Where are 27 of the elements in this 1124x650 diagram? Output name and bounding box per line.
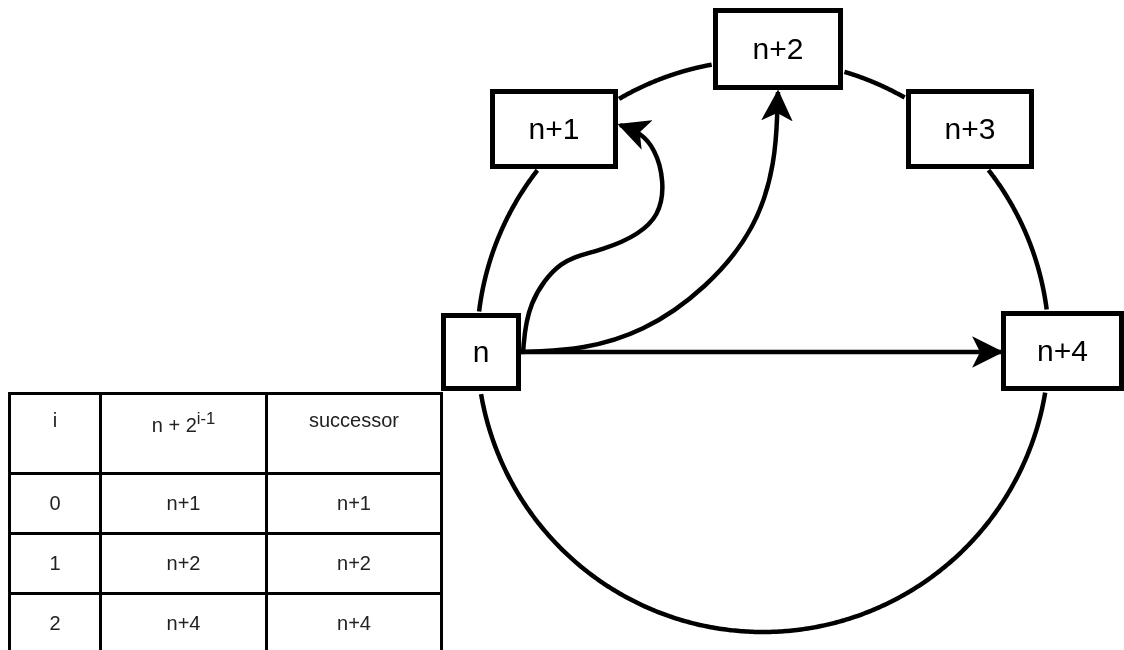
node-label: n+3: [944, 112, 996, 146]
table-cell: n + 2$^{i-1}$: [151, 409, 216, 437]
node-label: n+2: [752, 32, 804, 66]
node-box: [441, 313, 521, 391]
ring-arc: [478, 392, 1048, 635]
table-cell: n+2: [337, 552, 371, 575]
table-cell: 1: [49, 552, 61, 575]
table-cell: n+4: [337, 612, 371, 635]
table-cell: 2: [49, 612, 61, 635]
ring-arc: [842, 69, 907, 100]
ring-arc: [476, 168, 540, 314]
node-label: n+1: [528, 112, 580, 146]
table-cell: i: [52, 409, 58, 432]
table-cell: 0: [49, 492, 61, 515]
node-box: [713, 8, 843, 90]
table-cell: successor: [309, 409, 399, 432]
node-box: [490, 89, 618, 169]
node-box: [1001, 311, 1124, 391]
ring-arc: [617, 62, 714, 101]
node-label: n: [472, 335, 490, 369]
table-cell: n+1: [166, 492, 201, 515]
table-cell: n+2: [166, 552, 201, 575]
table-cell: n+4: [166, 612, 201, 635]
node-label: n+4: [1037, 334, 1088, 368]
table-cell: n+1: [337, 492, 371, 515]
node-box: [906, 89, 1034, 169]
ring-arc: [986, 168, 1049, 312]
